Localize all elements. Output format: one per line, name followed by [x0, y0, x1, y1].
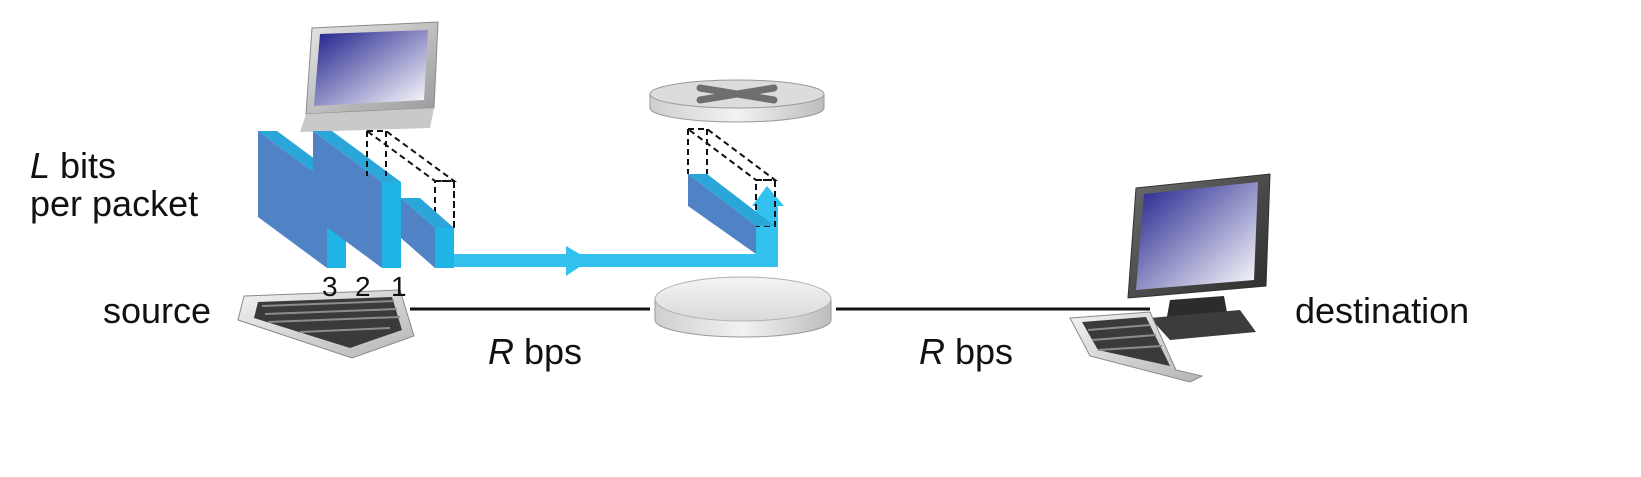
bits-per-packet-label: L bits [30, 145, 116, 186]
destination-computer-icon [1069, 173, 1271, 383]
per-packet-label: per packet [30, 183, 198, 224]
destination-label: destination [1295, 290, 1469, 331]
packet-number-1: 1 [391, 271, 407, 302]
rate-unit-left: bps [514, 331, 582, 372]
rate-variable-left: R [488, 331, 514, 372]
rate-variable-right: R [919, 331, 945, 372]
router-icon [649, 79, 825, 123]
packet-number-2: 2 [355, 271, 371, 302]
source-computer-icon [237, 21, 439, 359]
rate-unit-right: bps [945, 331, 1013, 372]
packet-1 [363, 130, 458, 268]
switch-icon [654, 276, 832, 338]
router-buffered-packet [685, 128, 778, 254]
link-rate-label-right: R bps [919, 331, 1013, 372]
transmission-arrow [454, 186, 784, 276]
source-label: source [103, 290, 211, 331]
packet-2 [313, 131, 401, 268]
bits-variable: L [30, 145, 50, 186]
link-rate-label-left: R bps [488, 331, 582, 372]
bits-text: bits [50, 145, 116, 186]
packet-number-3: 3 [322, 271, 338, 302]
